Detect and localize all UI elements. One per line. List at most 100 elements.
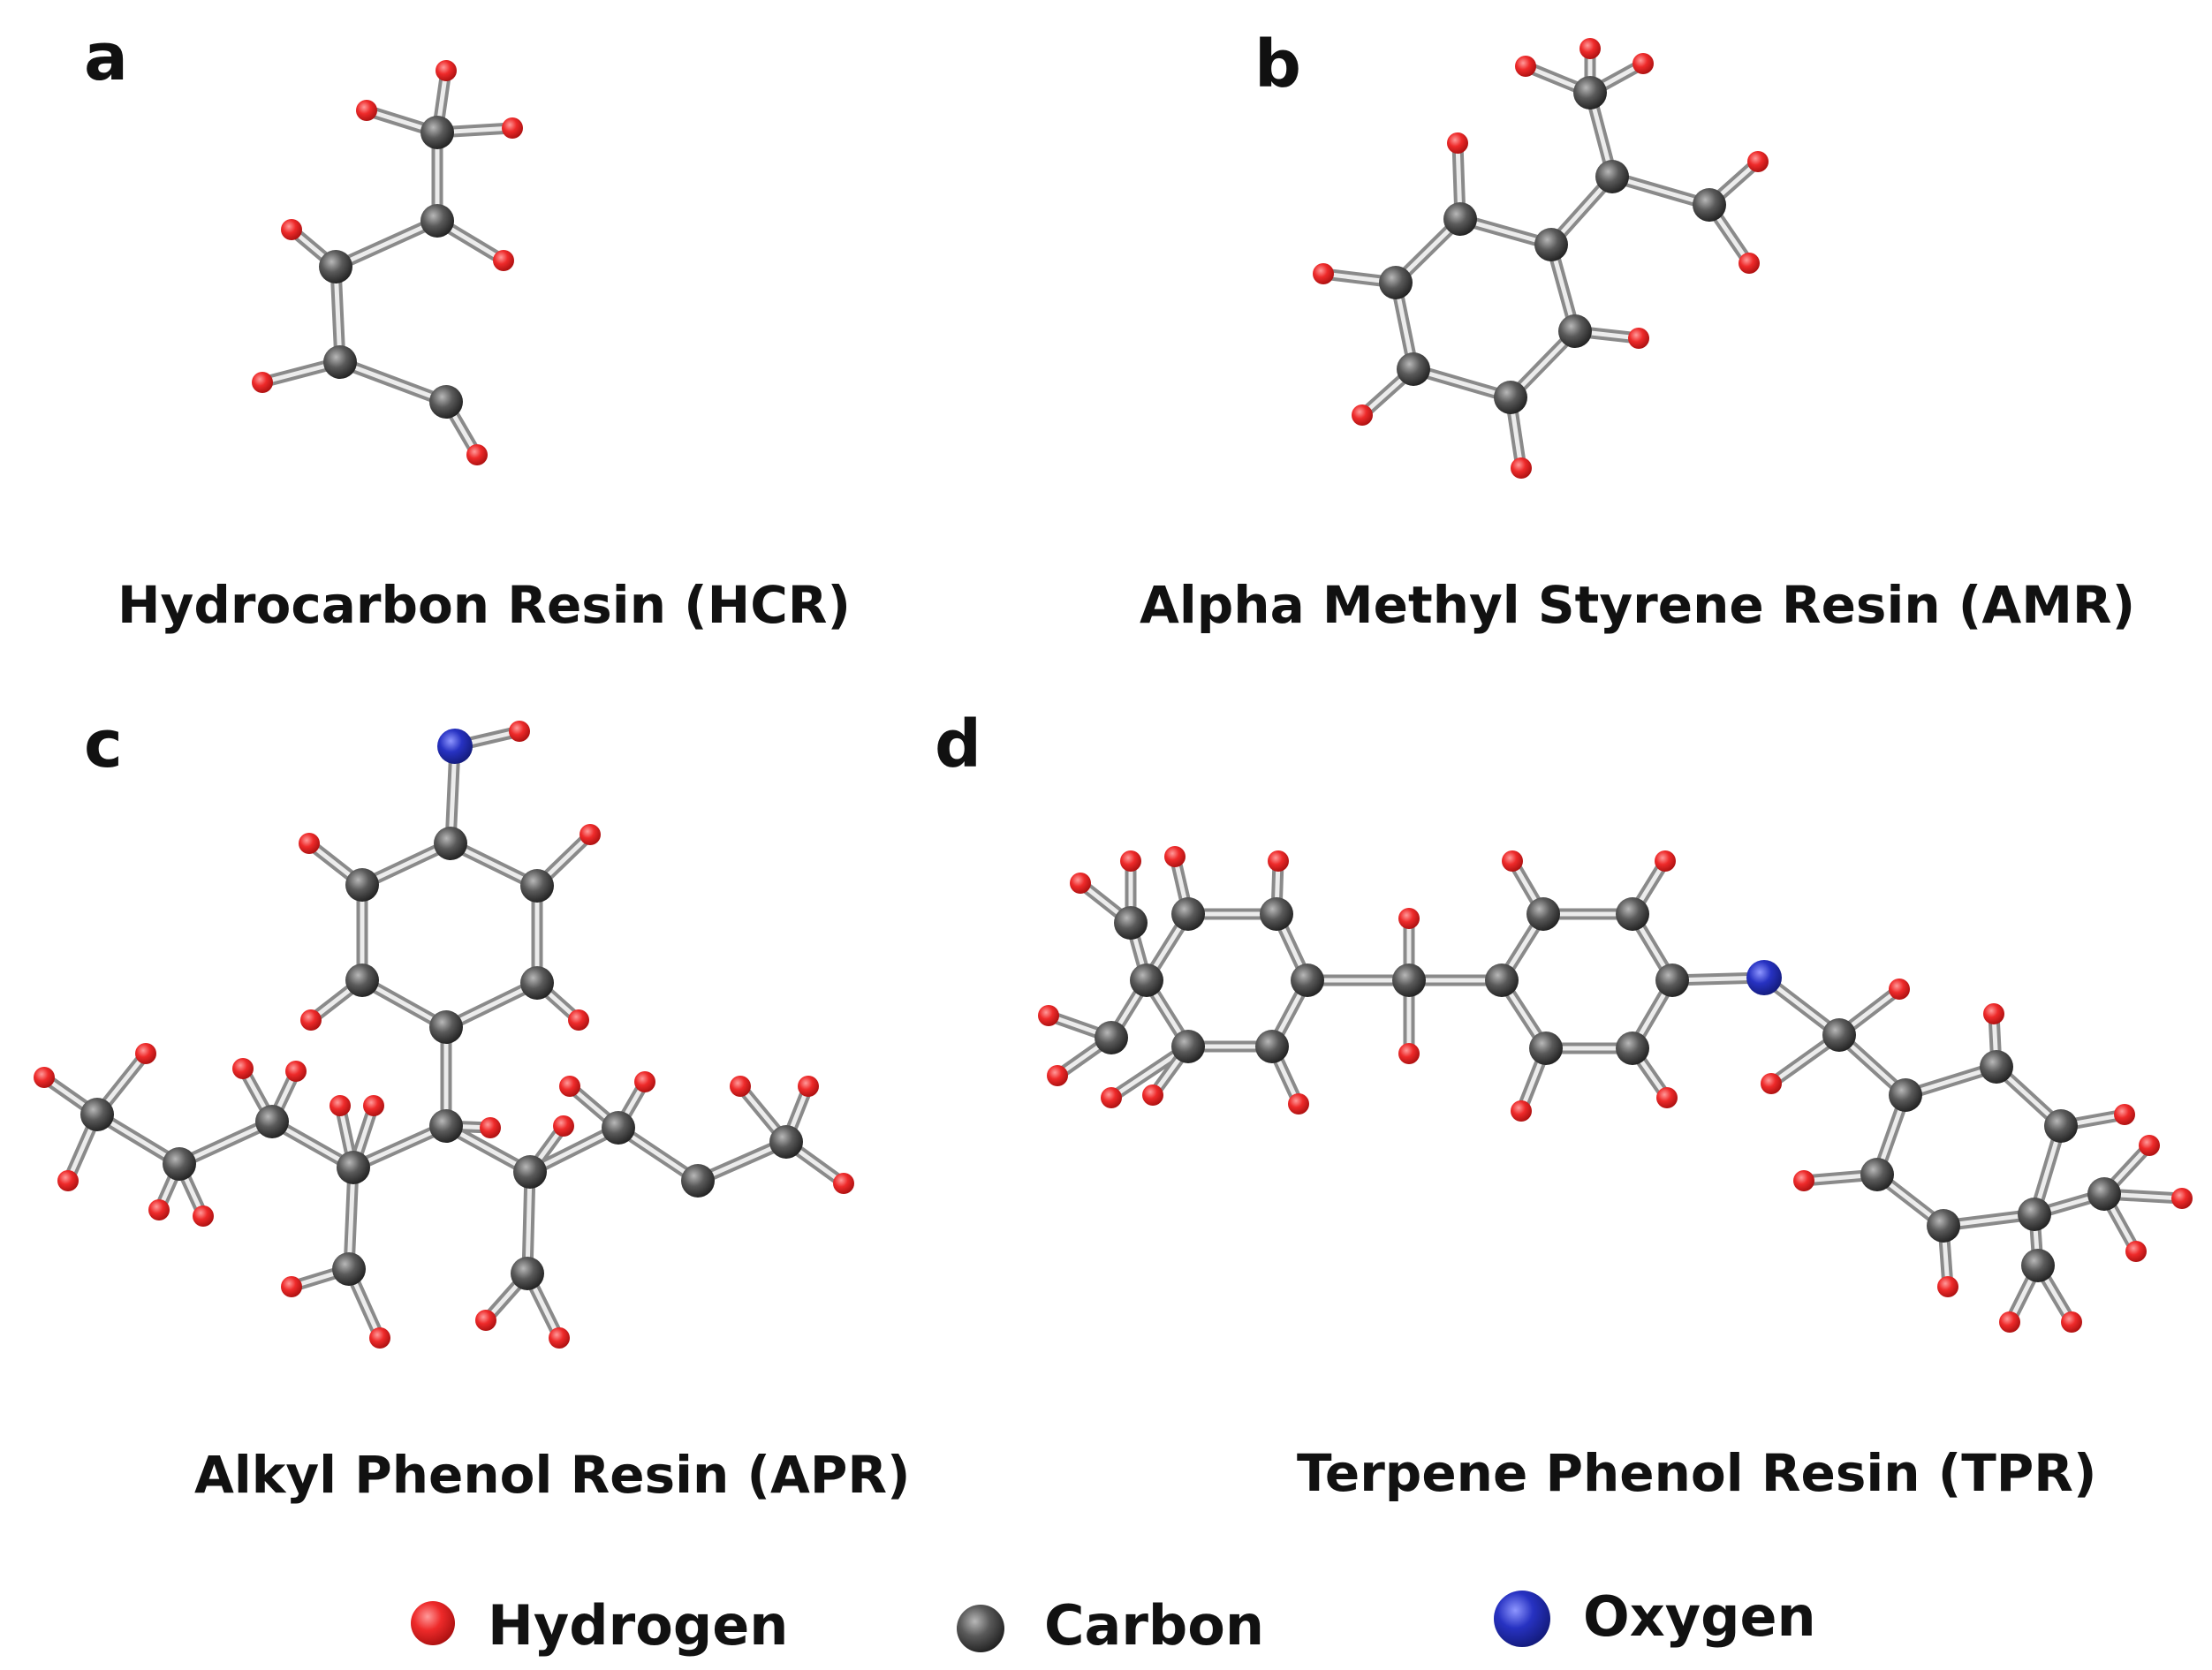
hydrogen-atom <box>1101 1087 1122 1108</box>
carbon-atom <box>1558 314 1592 348</box>
carbon-atom <box>1860 1158 1894 1191</box>
oxygen-atom <box>437 729 473 764</box>
hydrogen-atom <box>232 1058 254 1079</box>
hydrogen-atom <box>549 1327 570 1349</box>
carbon-atom <box>1980 1050 2013 1084</box>
hydrogen-atom <box>1070 873 1091 894</box>
hydrogen-atom <box>1511 1100 1532 1122</box>
apr-molecule <box>34 721 854 1349</box>
hydrogen-atom <box>833 1173 854 1194</box>
carbon-atom <box>1494 381 1527 414</box>
carbon-atom <box>681 1164 715 1198</box>
hydrogen-atom <box>34 1067 55 1088</box>
bond-highlight <box>525 1169 533 1276</box>
hydrogen-atom <box>509 721 530 742</box>
hydrogen-atom <box>1398 1043 1420 1064</box>
hydrogen-atom <box>1038 1005 1059 1026</box>
carbon-atom <box>80 1098 114 1131</box>
hcr-molecule <box>252 60 523 465</box>
panel-a-letter: a <box>84 19 128 95</box>
hydrogen-atom <box>135 1043 156 1064</box>
carbon-atom <box>1260 897 1293 931</box>
panel-b: b Alpha Methyl Styrene Resin (AMR) <box>1140 26 2135 635</box>
hydrogen-atom <box>553 1115 574 1137</box>
carbon-atom <box>2021 1249 2055 1282</box>
hydrogen-atom <box>1793 1170 1814 1191</box>
hydrogen-atom <box>1515 56 1536 77</box>
hydrogen-atom <box>466 444 488 465</box>
carbon-atom <box>1171 1030 1205 1063</box>
carbon-atom <box>1573 76 1607 110</box>
panel-b-caption: Alpha Methyl Styrene Resin (AMR) <box>1140 575 2135 635</box>
hydrogen-atom <box>285 1061 307 1082</box>
hydrogen-atom <box>2139 1135 2160 1156</box>
carbon-atom <box>1392 963 1426 997</box>
hydrogen-atom <box>502 117 523 139</box>
hydrogen-atom <box>1313 263 1334 284</box>
carbon-atom <box>1130 963 1163 997</box>
carbon-atom <box>520 966 554 1000</box>
carbon-atom <box>1534 228 1568 261</box>
hydrogen-atom <box>1632 53 1654 74</box>
hydrogen-atom <box>1164 846 1186 867</box>
carbon-atom <box>1526 897 1560 931</box>
panel-d-letter: d <box>935 707 981 782</box>
hydrogen-atom <box>1142 1084 1163 1106</box>
carbon-atom <box>1616 897 1649 931</box>
carbon-atom <box>420 204 454 238</box>
carbon-atom <box>1114 906 1148 940</box>
hydrogen-atom <box>193 1205 214 1227</box>
panel-c: c Alkyl Phenol Resin (APR) <box>34 707 911 1505</box>
carbon-atom <box>602 1111 635 1145</box>
hydrogen-atom <box>2114 1104 2135 1125</box>
hydrogen-atom <box>299 833 320 854</box>
hydrogen-atom <box>369 1327 390 1349</box>
carbon-atom <box>769 1125 803 1159</box>
hydrogen-atom <box>1999 1311 2020 1333</box>
hydrogen-atom <box>363 1095 384 1116</box>
carbon-atom <box>1655 963 1689 997</box>
hydrogen-atom <box>252 372 273 393</box>
carbon-atom <box>429 385 463 419</box>
carbon-atom <box>434 827 467 860</box>
carbon-atom <box>255 1105 289 1138</box>
carbon-atom <box>429 1109 463 1143</box>
hydrogen-atom <box>2061 1311 2082 1333</box>
carbon-atom <box>429 1010 463 1044</box>
carbon-atom <box>2018 1198 2051 1231</box>
oxygen-legend-swatch <box>1494 1591 1550 1647</box>
hydrogen-atom <box>559 1076 580 1097</box>
bond-highlight <box>443 980 540 1030</box>
hydrogen-atom <box>1655 850 1676 872</box>
hydrogen-atom <box>281 219 302 240</box>
hydrogen-atom <box>480 1117 501 1138</box>
bond-highlight <box>177 1119 275 1167</box>
hydrogen-legend-swatch <box>411 1601 455 1645</box>
oxygen-atom <box>1746 960 1782 995</box>
carbon-atom <box>345 868 379 902</box>
carbon-atom <box>1595 160 1629 193</box>
hydrogen-atom <box>1511 457 1532 479</box>
carbon-atom <box>1397 352 1430 386</box>
hydrogen-atom <box>1747 151 1769 172</box>
hydrogen-atom <box>634 1071 655 1092</box>
carbon-atom <box>337 1151 370 1184</box>
carbon-atom <box>2087 1177 2121 1211</box>
hydrogen-atom <box>1628 328 1649 349</box>
bond-highlight <box>337 359 449 404</box>
oxygen-legend-label: Oxygen <box>1583 1584 1816 1649</box>
bond-highlight <box>333 218 440 269</box>
carbon-legend-swatch <box>957 1605 1004 1652</box>
panel-d: d Terpene Phenol Resin (TPR) <box>935 707 2193 1503</box>
hydrogen-atom <box>1889 979 1910 1000</box>
panel-d-caption: Terpene Phenol Resin (TPR) <box>1297 1443 2096 1503</box>
carbon-atom <box>1529 1031 1563 1065</box>
hydrogen-atom <box>2171 1188 2193 1209</box>
hydrogen-atom <box>580 824 601 845</box>
carbon-atom <box>323 345 357 379</box>
carbon-atom <box>1171 897 1205 931</box>
carbon-atom <box>319 250 352 283</box>
hydrogen-atom <box>1739 253 1760 274</box>
hydrogen-atom <box>1983 1003 2004 1024</box>
